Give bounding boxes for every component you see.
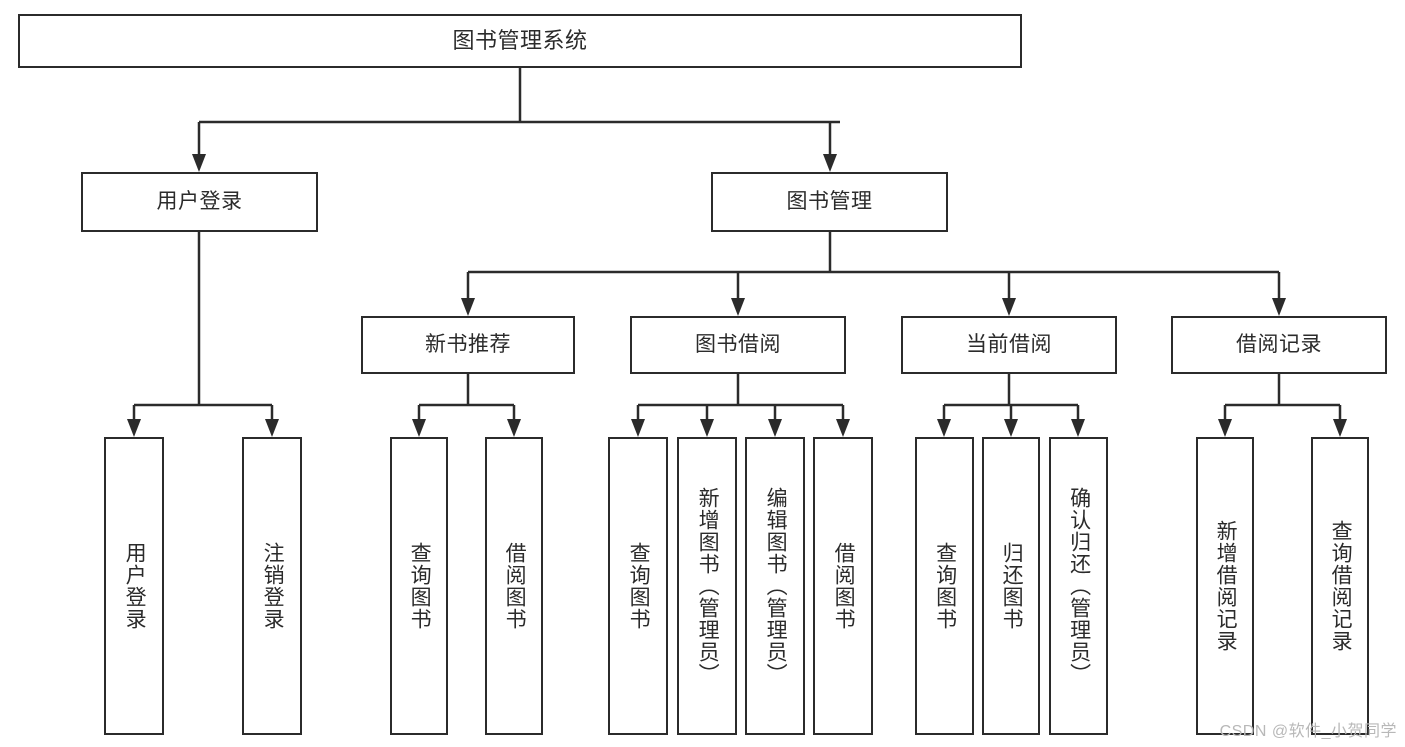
arrowhead-leaf-user-logout	[265, 419, 279, 437]
node-leaf-add-book-admin-label: 新增图书（管理员）	[696, 487, 720, 685]
node-book-borrow[interactable]: 图书借阅	[630, 316, 846, 374]
arrowhead-leaf-return-book	[1004, 419, 1018, 437]
node-borrow-record-label: 借阅记录	[1236, 333, 1322, 357]
node-leaf-borrow-book[interactable]: 借阅图书	[813, 437, 873, 735]
node-leaf-borrow-book-recommend[interactable]: 借阅图书	[485, 437, 543, 735]
arrowhead-leaf-user-login	[127, 419, 141, 437]
arrowhead-leaf-borrow-book	[836, 419, 850, 437]
arrowhead-borrow-record	[1272, 298, 1286, 316]
arrowhead-book-management	[823, 154, 837, 172]
node-current-borrow-label: 当前借阅	[966, 333, 1052, 357]
arrowhead-leaf-borrow-book-recommend	[507, 419, 521, 437]
arrowhead-new-book-recommend	[461, 298, 475, 316]
node-root[interactable]: 图书管理系统	[18, 14, 1022, 68]
node-leaf-query-book-current[interactable]: 查询图书	[915, 437, 974, 735]
node-leaf-borrow-book-label: 借阅图书	[832, 542, 856, 630]
node-leaf-user-logout[interactable]: 注销登录	[242, 437, 302, 735]
node-leaf-borrow-book-recommend-label: 借阅图书	[503, 542, 527, 630]
node-borrow-record[interactable]: 借阅记录	[1171, 316, 1387, 374]
node-book-management-label: 图书管理	[786, 190, 873, 214]
arrowhead-leaf-query-borrow-record	[1333, 419, 1347, 437]
arrowhead-leaf-query-book-recommend	[412, 419, 426, 437]
watermark-text: CSDN @软件_小贺同学	[1219, 723, 1397, 740]
node-leaf-return-book-label: 归还图书	[1000, 542, 1024, 630]
node-leaf-user-login-label: 用户登录	[123, 542, 147, 630]
node-book-borrow-label: 图书借阅	[695, 333, 781, 357]
node-user-login-label: 用户登录	[156, 190, 243, 214]
arrowhead-current-borrow	[1002, 298, 1016, 316]
node-new-book-recommend[interactable]: 新书推荐	[361, 316, 575, 374]
node-leaf-query-book-recommend[interactable]: 查询图书	[390, 437, 448, 735]
node-leaf-query-book-recommend-label: 查询图书	[408, 542, 432, 630]
node-leaf-edit-book-admin[interactable]: 编辑图书（管理员）	[745, 437, 805, 735]
node-user-login[interactable]: 用户登录	[81, 172, 318, 232]
node-leaf-confirm-return-admin[interactable]: 确认归还（管理员）	[1049, 437, 1108, 735]
arrowhead-user-login	[192, 154, 206, 172]
node-leaf-query-book-borrow-label: 查询图书	[627, 542, 651, 630]
node-leaf-add-borrow-record[interactable]: 新增借阅记录	[1196, 437, 1254, 735]
node-new-book-recommend-label: 新书推荐	[425, 333, 511, 357]
arrowhead-leaf-confirm-return-admin	[1071, 419, 1085, 437]
node-leaf-user-logout-label: 注销登录	[261, 542, 285, 630]
arrowhead-leaf-query-book-borrow	[631, 419, 645, 437]
arrowhead-leaf-edit-book-admin	[768, 419, 782, 437]
node-leaf-query-book-current-label: 查询图书	[933, 542, 957, 630]
node-root-label: 图书管理系统	[452, 27, 588, 53]
node-leaf-add-borrow-record-label: 新增借阅记录	[1214, 520, 1238, 652]
node-book-management[interactable]: 图书管理	[711, 172, 948, 232]
node-leaf-query-borrow-record-label: 查询借阅记录	[1329, 520, 1353, 652]
node-leaf-user-login[interactable]: 用户登录	[104, 437, 164, 735]
node-leaf-return-book[interactable]: 归还图书	[982, 437, 1040, 735]
arrowhead-leaf-add-borrow-record	[1218, 419, 1232, 437]
node-leaf-confirm-return-admin-label: 确认归还（管理员）	[1067, 487, 1091, 685]
node-current-borrow[interactable]: 当前借阅	[901, 316, 1117, 374]
arrowhead-book-borrow	[731, 298, 745, 316]
arrowhead-leaf-add-book-admin	[700, 419, 714, 437]
node-leaf-query-borrow-record[interactable]: 查询借阅记录	[1311, 437, 1369, 735]
node-leaf-edit-book-admin-label: 编辑图书（管理员）	[764, 487, 788, 685]
node-leaf-query-book-borrow[interactable]: 查询图书	[608, 437, 668, 735]
node-leaf-add-book-admin[interactable]: 新增图书（管理员）	[677, 437, 737, 735]
arrowhead-leaf-query-book-current	[937, 419, 951, 437]
